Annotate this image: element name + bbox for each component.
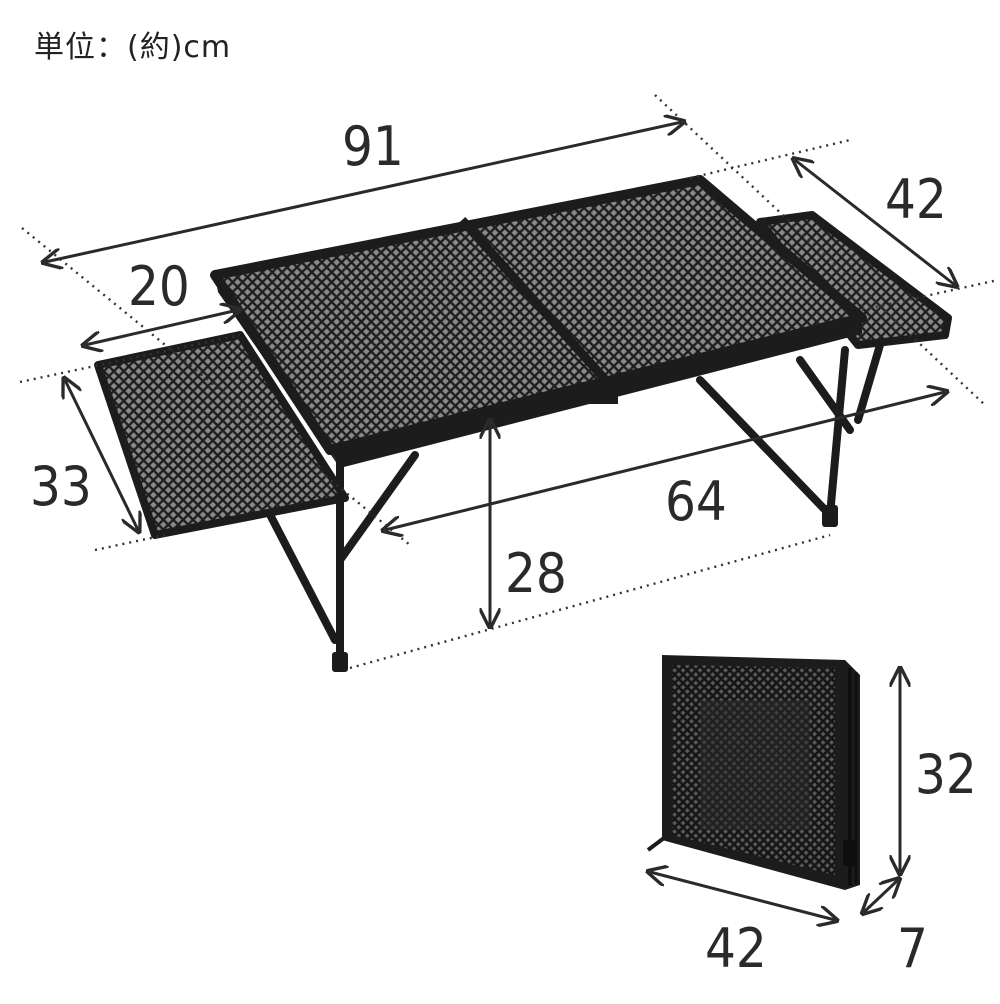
- label-folded-width: 42: [705, 917, 767, 980]
- arrow-side-width: [85, 310, 238, 345]
- table-top-side-rim: [215, 275, 340, 468]
- dimension-arrows: [45, 122, 955, 625]
- arrow-depth: [795, 160, 955, 285]
- leg-feet: [332, 505, 838, 672]
- label-side-width: 20: [128, 255, 190, 318]
- label-leg-span: 64: [665, 470, 727, 533]
- arrow-leg-span: [385, 392, 945, 530]
- folded-table-illustration: [646, 655, 860, 890]
- arrow-folded-thickness: [864, 880, 898, 912]
- folded-inner-panel: [700, 700, 810, 830]
- guide-lines: [19, 94, 999, 670]
- folded-latch: [843, 840, 857, 866]
- label-folded-thickness: 7: [897, 917, 928, 980]
- label-depth: 42: [885, 168, 947, 231]
- unit-label: 単位：(約)cm: [34, 30, 232, 65]
- label-length: 91: [342, 115, 404, 178]
- arrow-length: [45, 122, 682, 262]
- label-side-depth: 33: [30, 455, 92, 518]
- arrow-side-depth: [65, 380, 138, 530]
- latch: [590, 382, 618, 404]
- label-height: 28: [505, 542, 567, 605]
- folded-dimension-arrows: [650, 670, 900, 920]
- dimension-labels: 91 42 20 33 64 28: [30, 115, 947, 605]
- label-folded-height: 32: [915, 743, 977, 806]
- arrow-folded-width: [650, 872, 835, 920]
- folded-dimension-labels: 32 42 7: [705, 743, 977, 980]
